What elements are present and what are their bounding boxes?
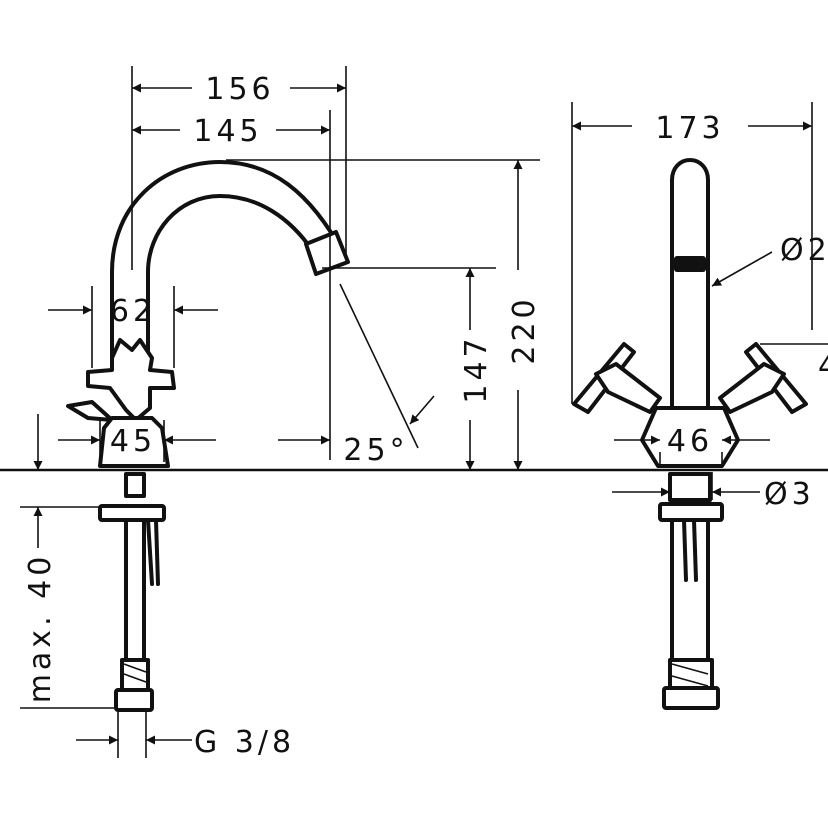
side-collar bbox=[124, 472, 146, 498]
dim-base-width-side: 45 bbox=[110, 424, 156, 459]
side-spout-tip bbox=[304, 230, 350, 276]
dim-deck-thickness: max. 40 bbox=[23, 553, 58, 704]
dim-outlet-height: 147 bbox=[459, 334, 494, 403]
front-collar bbox=[668, 472, 712, 502]
side-cross-handle bbox=[86, 338, 176, 422]
dim-base-width-front: 46 bbox=[667, 424, 713, 459]
side-lever bbox=[66, 400, 114, 422]
side-view: 156 145 62 45 25° 147 220 max. 40 G 3/8 bbox=[20, 66, 542, 760]
dim-handle-width: 62 bbox=[110, 294, 156, 329]
front-spout-aerator bbox=[674, 256, 706, 272]
dim-handle-span: 173 bbox=[655, 111, 724, 146]
side-base bbox=[98, 416, 170, 468]
dim-spout-reach: 145 bbox=[193, 114, 262, 149]
dim-overall-reach: 156 bbox=[205, 72, 274, 107]
side-nut bbox=[98, 504, 166, 522]
front-spout bbox=[670, 158, 710, 412]
dim-connection: G 3/8 bbox=[194, 725, 295, 760]
front-right-handle bbox=[718, 342, 808, 414]
front-left-handle bbox=[572, 342, 662, 414]
dim-spout-angle: 25° bbox=[343, 433, 408, 468]
dim-partial-right: 4 bbox=[818, 349, 828, 384]
dim-shank-diameter: Ø3 bbox=[764, 477, 815, 512]
side-connector bbox=[114, 688, 154, 712]
front-view: 173 Ø2 46 Ø3 4 bbox=[571, 102, 828, 710]
dim-total-height: 220 bbox=[507, 295, 542, 364]
front-connector bbox=[662, 686, 720, 710]
dim-spout-diameter: Ø2 bbox=[780, 233, 828, 268]
side-spout bbox=[110, 160, 348, 372]
front-nut bbox=[658, 502, 724, 522]
